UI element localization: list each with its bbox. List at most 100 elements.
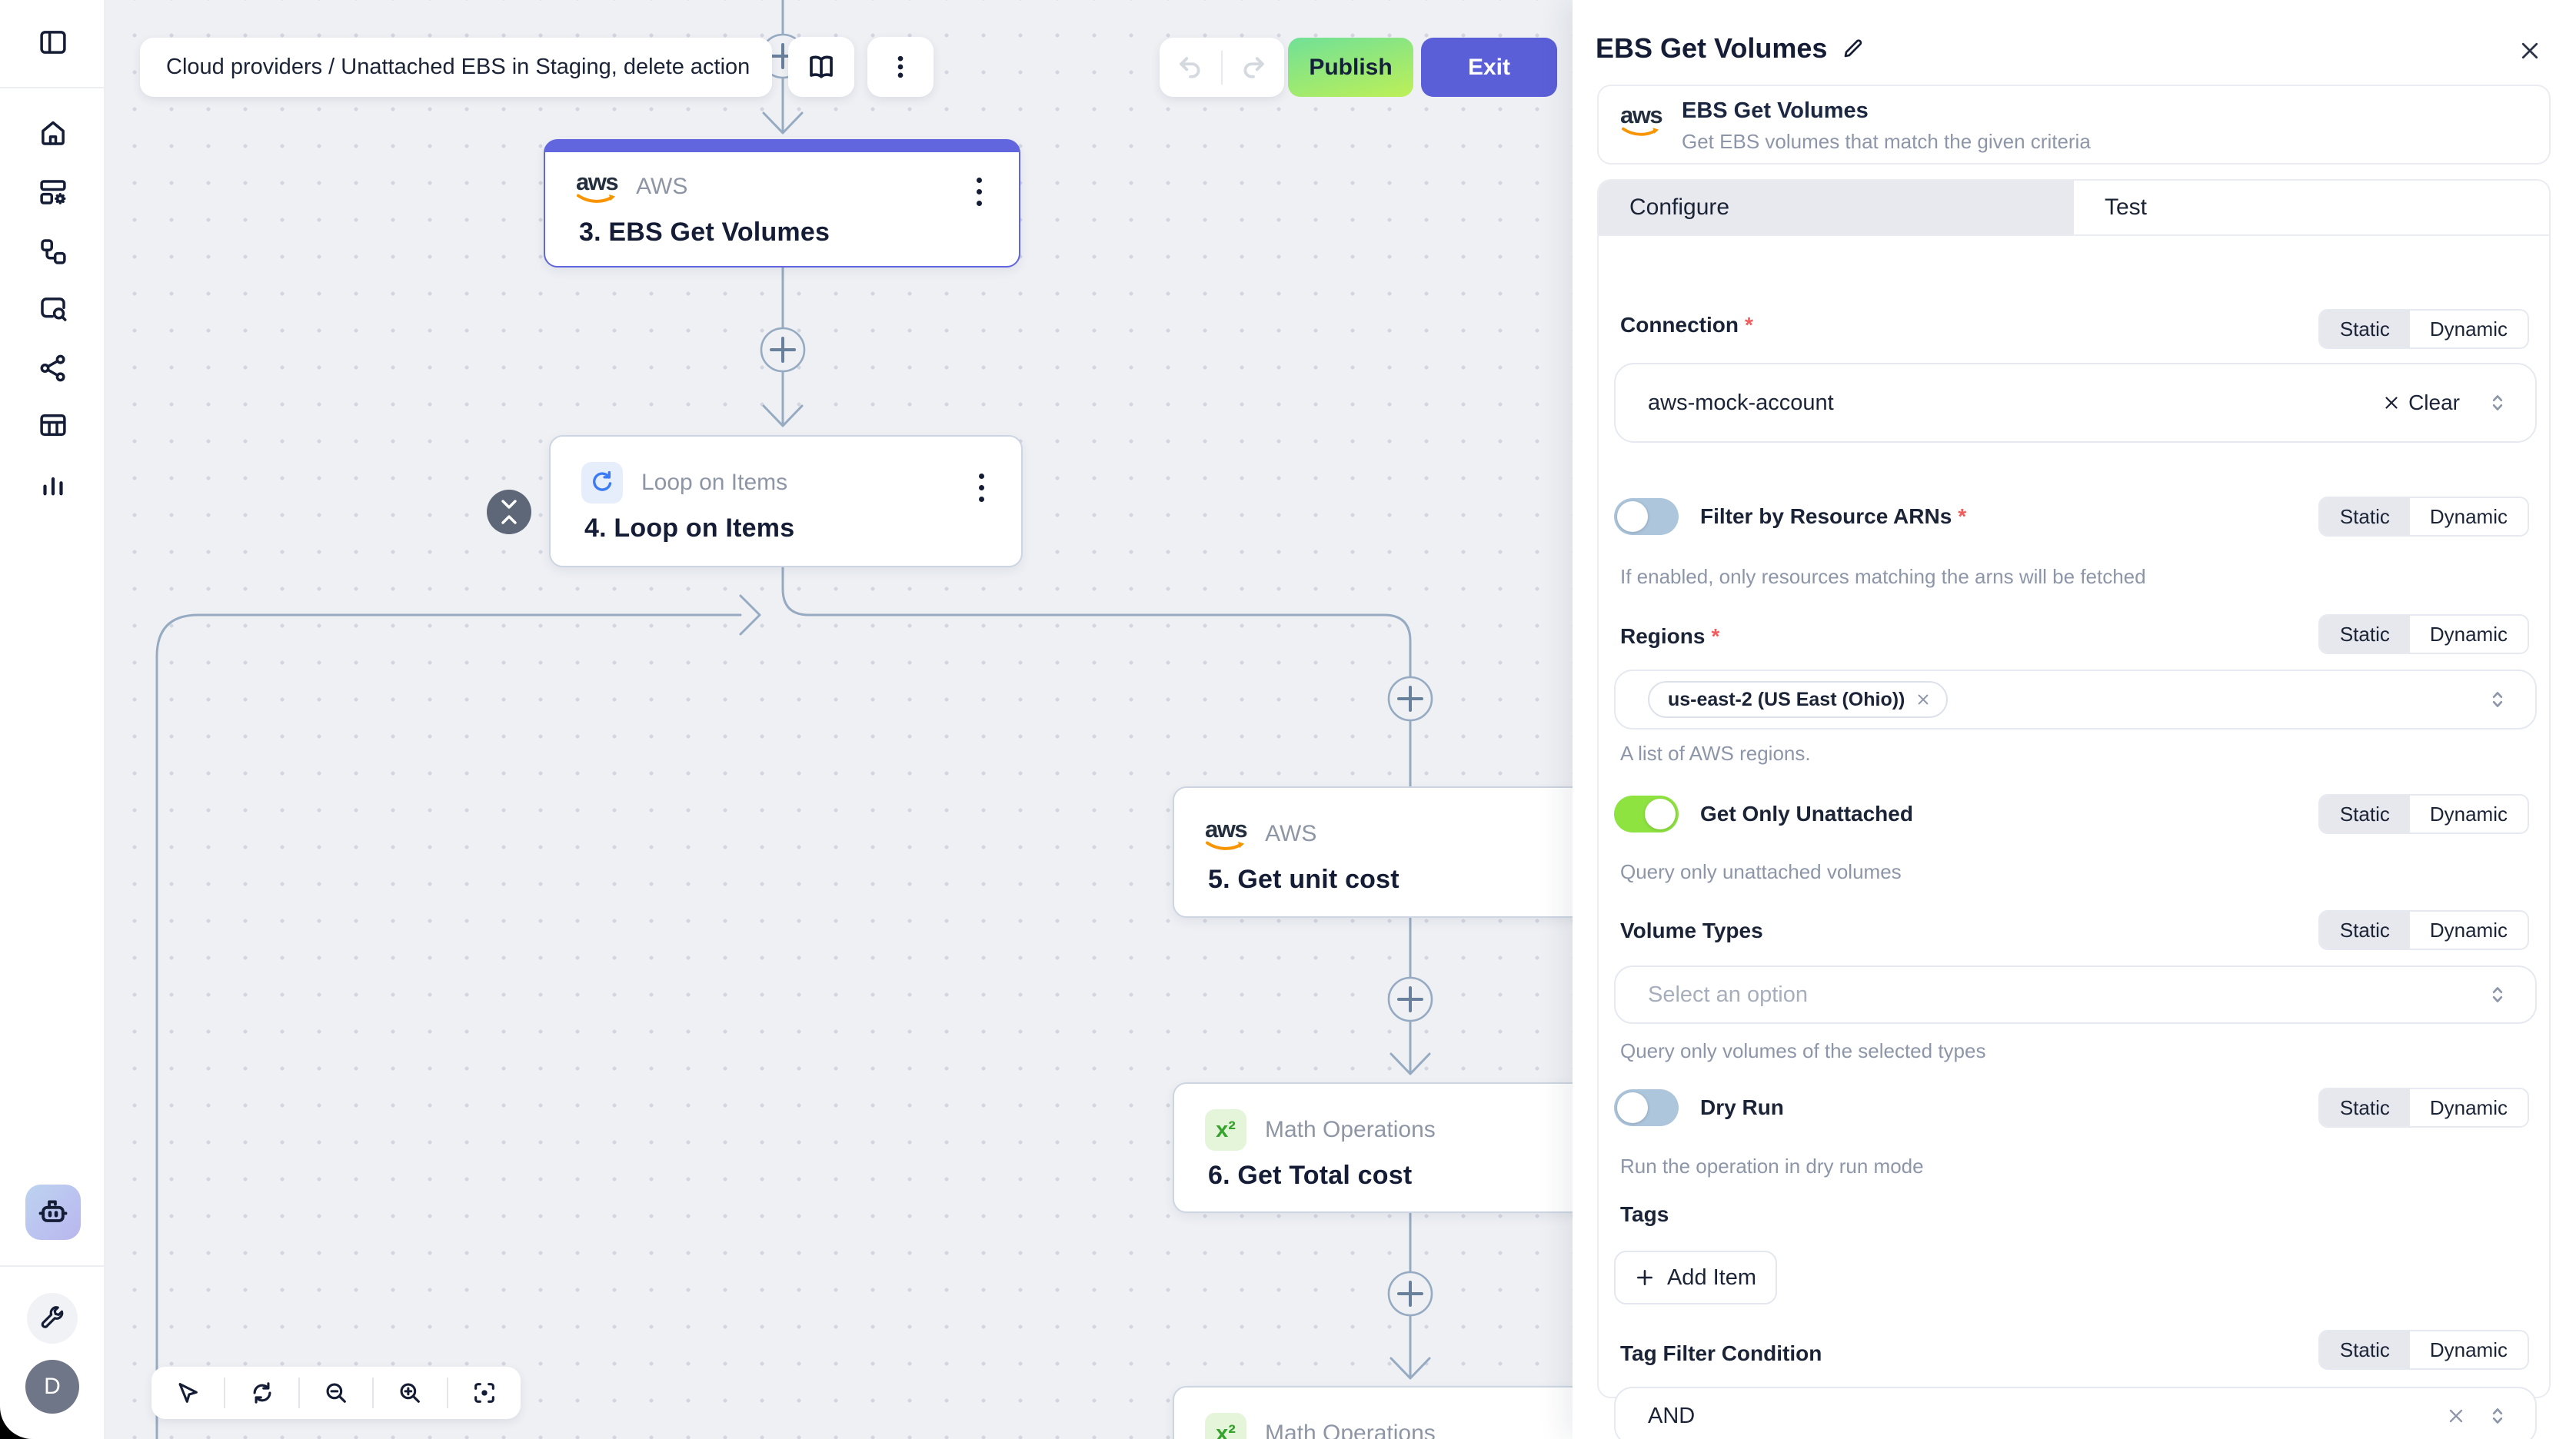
node-title: 5. Get unit cost	[1208, 865, 1399, 894]
node-get-unit-cost[interactable]: aws AWS 5. Get unit cost	[1173, 786, 1651, 918]
get-only-unattached-label: Get Only Unattached	[1700, 802, 1913, 826]
pointer-tool-button[interactable]	[151, 1367, 224, 1419]
kebab-menu-icon	[897, 55, 904, 78]
node-title: 6. Get Total cost	[1208, 1161, 1413, 1190]
book-icon	[810, 55, 833, 78]
connection-select[interactable]: aws-mock-account Clear	[1614, 363, 2537, 443]
aws-logo-icon: aws	[1620, 103, 1663, 137]
static-option[interactable]: Static	[2319, 1331, 2410, 1368]
dry-run-toggle[interactable]	[1614, 1089, 1679, 1126]
static-option[interactable]: Static	[2319, 311, 2410, 347]
dynamic-option[interactable]: Dynamic	[2429, 918, 2508, 942]
sidebar-item-workflows[interactable]	[36, 234, 70, 268]
remove-chip-icon[interactable]	[1915, 692, 1931, 707]
workflow-options-menu-button[interactable]	[867, 37, 934, 97]
region-chip: us-east-2 (US East (Ohio))	[1648, 681, 1949, 718]
close-panel-button[interactable]	[2516, 37, 2544, 65]
action-description: Get EBS volumes that match the given cri…	[1682, 130, 2091, 153]
undo-button[interactable]	[1160, 53, 1221, 82]
wrench-icon	[41, 1306, 64, 1328]
collapse-sidebar-button[interactable]	[36, 25, 70, 59]
zoom-out-button[interactable]	[300, 1367, 372, 1419]
sidebar-item-connections[interactable]	[36, 351, 70, 385]
canvas-toolbar	[151, 1367, 521, 1419]
publish-button[interactable]: Publish	[1288, 38, 1413, 97]
dynamic-option[interactable]: Dynamic	[2429, 317, 2508, 341]
zoom-in-button[interactable]	[374, 1367, 446, 1419]
get-only-unattached-mode-toggle: Static Dynamic	[2318, 794, 2529, 834]
dry-run-label: Dry Run	[1700, 1095, 1784, 1119]
node-app-label: AWS	[1265, 821, 1317, 846]
updown-chevrons-icon	[2492, 692, 2503, 707]
collapse-loop-button[interactable]	[487, 490, 531, 534]
filter-arns-mode-toggle: Static Dynamic	[2318, 497, 2529, 537]
regions-label: Regions*	[1620, 624, 1720, 648]
documentation-button[interactable]	[788, 37, 854, 97]
static-option[interactable]: Static	[2319, 1089, 2410, 1126]
volume-types-select[interactable]: Select an option	[1614, 965, 2537, 1024]
clear-connection-button[interactable]: Clear	[2382, 390, 2460, 415]
sidebar-item-home[interactable]	[36, 116, 70, 150]
sidebar-item-tables[interactable]	[36, 408, 70, 442]
close-icon	[2521, 42, 2538, 59]
math-operations-icon: x²	[1205, 1109, 1246, 1151]
node-menu-button[interactable]	[964, 170, 994, 213]
filter-arns-helper: If enabled, only resources matching the …	[1620, 565, 2146, 588]
ai-assistant-button[interactable]	[25, 1185, 81, 1240]
share-icon	[40, 354, 65, 382]
dynamic-option[interactable]: Dynamic	[2429, 1095, 2508, 1119]
zoom-out-icon	[326, 1383, 346, 1403]
node-loop-on-items[interactable]: Loop on Items 4. Loop on Items	[549, 435, 1023, 567]
refresh-icon	[253, 1382, 271, 1404]
connection-label: Connection*	[1620, 313, 1753, 337]
node-ebs-get-volumes[interactable]: aws AWS 3. EBS Get Volumes	[544, 139, 1020, 268]
get-only-unattached-toggle[interactable]	[1614, 796, 1679, 832]
node-math-operations-bottom[interactable]: x² Math Operations	[1173, 1386, 1651, 1439]
redo-icon	[1243, 56, 1264, 78]
zoom-in-icon	[400, 1383, 421, 1403]
volume-types-helper: Query only volumes of the selected types	[1620, 1039, 1986, 1062]
filter-arns-toggle[interactable]	[1614, 498, 1679, 535]
cursor-icon	[178, 1383, 198, 1403]
workflow-selector-dropdown[interactable]: Cloud providers / Unattached EBS in Stag…	[140, 38, 772, 97]
avatar-initial: D	[44, 1374, 61, 1399]
configure-form-card: Configure Test Connection* Static Dynami…	[1597, 179, 2551, 1439]
settings-tools-button[interactable]	[27, 1293, 78, 1344]
clear-x-icon[interactable]	[2446, 1406, 2466, 1426]
refresh-layout-button[interactable]	[225, 1367, 298, 1419]
sidebar-item-explore[interactable]	[36, 292, 70, 326]
user-avatar[interactable]: D	[25, 1360, 79, 1414]
tab-configure[interactable]: Configure	[1599, 181, 2074, 234]
edit-title-icon[interactable]	[1841, 36, 1865, 61]
workflow-canvas[interactable]: aws AWS 3. EBS Get Volumes Loop on Items…	[105, 0, 1651, 1439]
loop-icon	[581, 462, 623, 503]
node-get-total-cost[interactable]: x² Math Operations 6. Get Total cost	[1173, 1082, 1651, 1213]
clear-x-icon	[2385, 397, 2398, 409]
add-tag-item-button[interactable]: Add Item	[1614, 1251, 1777, 1304]
workflow-nodes-icon	[41, 239, 66, 264]
dynamic-option[interactable]: Dynamic	[2429, 802, 2508, 826]
dry-run-row: Dry Run	[1614, 1088, 1784, 1127]
dynamic-option[interactable]: Dynamic	[2429, 504, 2508, 528]
undo-redo-group	[1160, 38, 1284, 97]
dynamic-option[interactable]: Dynamic	[2429, 622, 2508, 646]
regions-multiselect[interactable]: us-east-2 (US East (Ohio))	[1614, 670, 2537, 729]
tag-filter-value: AND	[1648, 1403, 1696, 1428]
static-option[interactable]: Static	[2319, 616, 2410, 653]
focus-center-icon	[474, 1383, 494, 1403]
sidebar-item-analytics[interactable]	[36, 467, 70, 501]
static-option[interactable]: Static	[2319, 498, 2410, 535]
exit-button[interactable]: Exit	[1421, 38, 1557, 97]
regions-helper: A list of AWS regions.	[1620, 742, 1811, 765]
tag-filter-select[interactable]: AND	[1614, 1387, 2537, 1439]
dynamic-option[interactable]: Dynamic	[2429, 1338, 2508, 1361]
tag-filter-label: Tag Filter Condition	[1620, 1341, 1822, 1365]
static-option[interactable]: Static	[2319, 912, 2410, 949]
redo-button[interactable]	[1223, 53, 1284, 82]
sidebar-item-workspaces[interactable]	[36, 175, 70, 209]
tab-test[interactable]: Test	[2105, 194, 2148, 220]
static-option[interactable]: Static	[2319, 796, 2410, 832]
node-menu-button[interactable]	[966, 466, 997, 509]
fit-view-button[interactable]	[448, 1367, 521, 1419]
